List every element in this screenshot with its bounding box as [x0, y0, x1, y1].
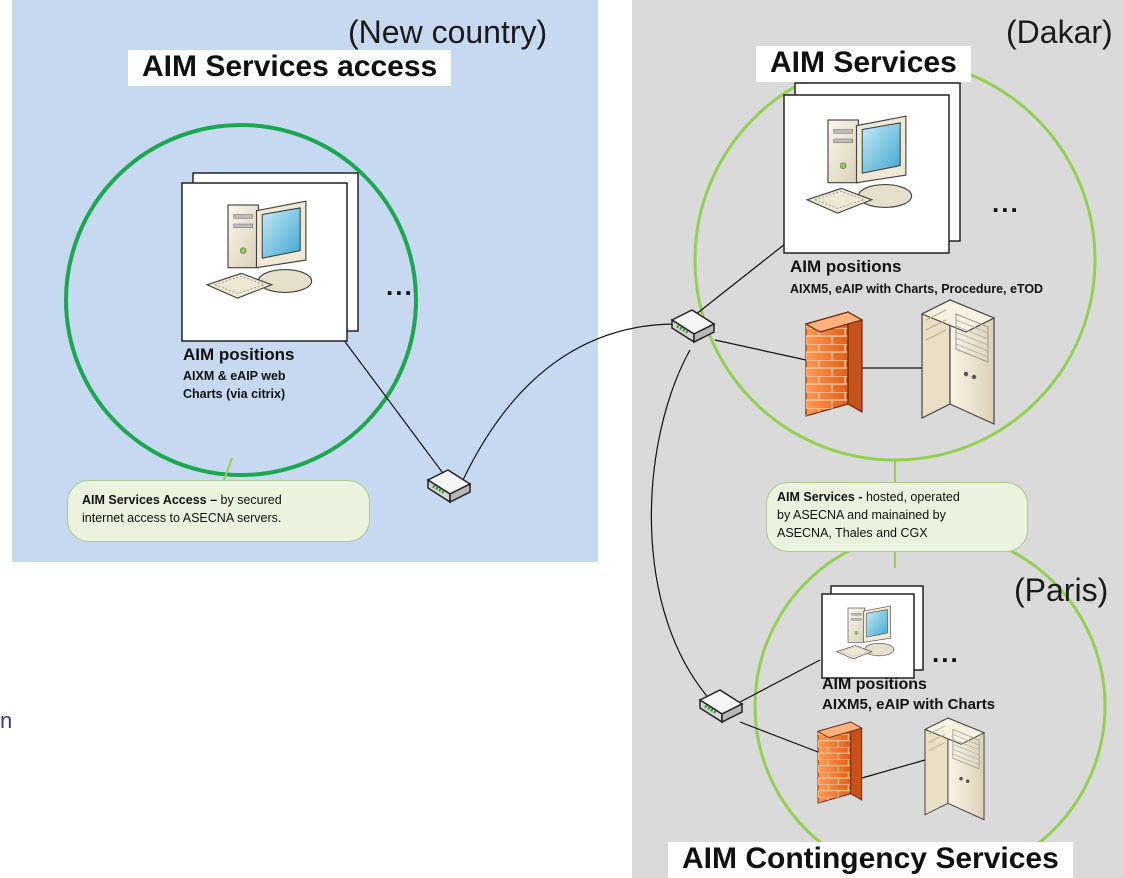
link-dakar-router-firewall [714, 339, 807, 361]
server-icon [924, 717, 985, 821]
new-country-more-ellipsis: ... [386, 271, 414, 301]
note-bold-text: AIM Services Access – [82, 493, 218, 507]
new-country-zone-circle [64, 123, 418, 477]
paris-more-ellipsis: ... [932, 638, 960, 668]
link-paris-firewall-server [861, 759, 926, 779]
note-text: hosted, operated [862, 490, 960, 504]
router-icon [670, 308, 716, 344]
note-text: internet access to ASECNA servers. [82, 511, 282, 526]
paris-positions-title: AIM positions [822, 676, 927, 693]
dakar-label: (Dakar) [1006, 14, 1113, 50]
server-icon [921, 299, 995, 425]
link-paris-router-positions [739, 659, 821, 703]
link-dakar-router-positions [694, 239, 791, 316]
paris-positions-detail: AIXM5, eAIP with Charts [822, 696, 996, 713]
note-bold-text: AIM Services - [777, 490, 863, 504]
new-country-title: AIM Services access [128, 50, 452, 86]
router-icon [426, 468, 472, 504]
new-country-positions-detail-2: Charts (via citrix) [183, 387, 286, 401]
new-country-label: (New country) [348, 14, 548, 50]
link-new-to-dakar [461, 323, 674, 483]
note-text: by secured [217, 493, 282, 507]
stray-text-fragment: n [0, 708, 13, 733]
new-country-positions-title: AIM positions [183, 345, 295, 364]
dakar-services-note: AIM Services - hosted, operated by ASECN… [766, 482, 1028, 552]
dakar-title: AIM Services [756, 46, 971, 82]
dakar-positions-detail: AIXM5, eAIP with Charts, Procedure, eTOD [790, 282, 1044, 296]
link-dakar-to-paris [650, 349, 713, 703]
firewall-icon [805, 311, 863, 417]
link-positions-to-router [339, 334, 449, 481]
note-text: ASECNA, Thales and CGX [777, 526, 928, 541]
dakar-more-ellipsis: ... [992, 188, 1020, 218]
new-country-workstation-stack [181, 172, 359, 342]
new-country-positions-detail-1: AIXM & eAIP web [183, 369, 286, 383]
callout-connector-new [223, 457, 233, 481]
paris-label: (Paris) [1014, 572, 1109, 608]
paris-title: AIM Contingency Services [668, 842, 1073, 878]
note-text: by ASECNA and mainained by [777, 508, 946, 523]
paris-workstation-stack [821, 585, 924, 679]
dakar-workstation-stack [783, 82, 961, 254]
dakar-positions-title: AIM positions [790, 257, 902, 276]
link-paris-router-firewall [739, 721, 819, 753]
new-country-access-note: AIM Services Access – by secured interne… [67, 480, 370, 542]
firewall-icon [817, 721, 863, 804]
